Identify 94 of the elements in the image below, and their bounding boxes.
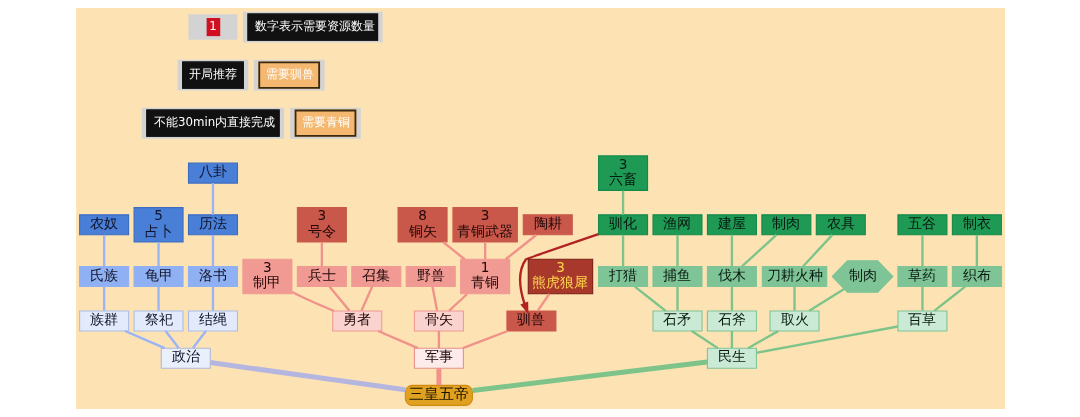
node-box: 结绳 bbox=[187, 310, 238, 332]
connector bbox=[156, 286, 160, 311]
node-box: 民生 bbox=[706, 347, 757, 369]
connector bbox=[920, 286, 924, 311]
connector bbox=[211, 183, 214, 215]
node-box: 历法 bbox=[187, 214, 238, 236]
node-box: 氏族 bbox=[78, 266, 129, 288]
legend-label: 数字表示需要资源数量 bbox=[254, 19, 375, 34]
connector bbox=[504, 234, 537, 261]
connector bbox=[328, 285, 350, 312]
connector bbox=[975, 234, 978, 267]
node-box: 3 熊虎狼犀 bbox=[527, 258, 593, 295]
node-box: 3 制甲 bbox=[241, 258, 292, 295]
node-box: 石矛 bbox=[651, 310, 703, 332]
connector bbox=[191, 330, 207, 349]
connector bbox=[447, 293, 468, 312]
connector bbox=[471, 359, 707, 393]
node-box: 族群 bbox=[78, 310, 129, 332]
legend-label: 不能30min内直接完成 bbox=[153, 115, 275, 130]
connector bbox=[156, 242, 160, 267]
connector bbox=[164, 330, 180, 349]
connector bbox=[746, 330, 779, 350]
node-box: 野兽 bbox=[405, 266, 456, 288]
node-box: 3 号令 bbox=[296, 207, 347, 243]
node-box: 八卦 bbox=[187, 162, 238, 184]
connector bbox=[690, 330, 719, 350]
node-box: 洛书 bbox=[187, 266, 238, 288]
connector bbox=[675, 286, 679, 311]
node-box: 祭祀 bbox=[133, 310, 184, 332]
node-box: 建屋 bbox=[706, 214, 757, 236]
connector bbox=[808, 287, 845, 312]
arrow bbox=[518, 233, 599, 315]
node-box: 草药 bbox=[896, 266, 947, 288]
connector bbox=[291, 291, 335, 313]
node-box: 五谷 bbox=[896, 214, 947, 236]
node-box: 召集 bbox=[350, 266, 401, 288]
connector bbox=[740, 233, 777, 268]
connector bbox=[359, 286, 373, 312]
node-box: 织布 bbox=[951, 266, 1002, 288]
node-box: 驯化 bbox=[597, 214, 648, 236]
node-box: 农具 bbox=[815, 214, 866, 236]
legend-label: 开局推荐 bbox=[188, 67, 237, 82]
node-box: 刀耕火种 bbox=[761, 266, 827, 288]
connector bbox=[461, 329, 508, 350]
label: 1 bbox=[208, 19, 217, 34]
node-box: 伐木 bbox=[706, 266, 757, 288]
connector bbox=[377, 329, 418, 350]
node-box: 制衣 bbox=[951, 214, 1002, 236]
node-box: 打猎 bbox=[597, 266, 648, 288]
node-box: 1 青铜 bbox=[459, 258, 510, 295]
node-box: 制肉 bbox=[760, 214, 811, 236]
connector bbox=[320, 242, 323, 267]
connector bbox=[675, 234, 679, 267]
node-box: 捕鱼 bbox=[651, 266, 703, 288]
node-box: 政治 bbox=[160, 347, 211, 369]
legend-label: 需要驯兽 bbox=[265, 67, 314, 82]
node-box: 8 铜矢 bbox=[397, 207, 448, 243]
connector bbox=[211, 234, 214, 267]
node-box: 百草 bbox=[896, 310, 947, 332]
connector bbox=[621, 190, 624, 215]
node-box: 驯兽 bbox=[505, 310, 556, 332]
connector bbox=[442, 241, 465, 261]
connector bbox=[124, 329, 165, 350]
connector bbox=[211, 286, 214, 311]
node-box: 三皇五帝 bbox=[404, 384, 473, 406]
node-box: 龟甲 bbox=[133, 266, 184, 288]
node-box: 军事 bbox=[413, 347, 464, 369]
node-box: 勇者 bbox=[331, 310, 382, 332]
connector bbox=[792, 286, 796, 311]
connector bbox=[801, 234, 833, 268]
node-box: 农奴 bbox=[78, 214, 129, 236]
connector bbox=[621, 234, 624, 267]
connector bbox=[933, 285, 966, 312]
node-box: 3 青铜武器 bbox=[451, 207, 518, 243]
node-box: 兵士 bbox=[296, 266, 347, 288]
node-box: 渔网 bbox=[651, 214, 703, 236]
node-box: 5 占卜 bbox=[133, 207, 184, 243]
node-box: 石斧 bbox=[706, 310, 757, 332]
legend-label: 需要青铜 bbox=[301, 115, 350, 130]
node-box: 骨矢 bbox=[413, 310, 464, 332]
connector bbox=[920, 234, 924, 267]
node-box: 取火 bbox=[769, 310, 820, 332]
connector bbox=[102, 234, 105, 267]
connector bbox=[755, 325, 898, 354]
node-box: 陶耕 bbox=[522, 214, 573, 236]
connector bbox=[102, 286, 105, 311]
connector bbox=[633, 285, 666, 312]
connector bbox=[435, 368, 441, 386]
connector bbox=[536, 293, 550, 312]
connector bbox=[730, 286, 733, 311]
connector bbox=[430, 286, 438, 311]
connector bbox=[209, 360, 406, 393]
connector bbox=[730, 234, 733, 267]
node-box: 3 六畜 bbox=[597, 155, 648, 191]
